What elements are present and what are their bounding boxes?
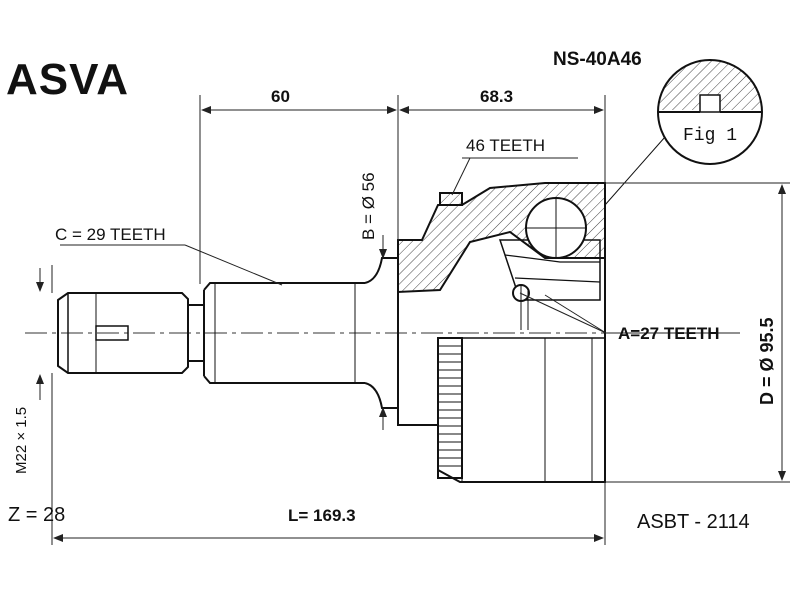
z-teeth-count: Z = 28 — [8, 504, 66, 526]
outer-diameter: D = Ø 95.5 — [757, 317, 777, 405]
outer-spline-teeth: C = 29 TEETH — [55, 225, 166, 244]
joint-housing — [397, 182, 606, 483]
figure-label: Fig 1 — [683, 126, 738, 146]
thread-size: M22 × 1.5 — [13, 406, 30, 474]
part-number: NS-40A46 — [553, 49, 642, 70]
dimension-length-right: 68.3 — [480, 87, 514, 106]
brand-logo-text: ASVA — [6, 55, 129, 104]
abs-ring-teeth: 46 TEETH — [466, 136, 546, 155]
inner-spline-teeth: A=27 TEETH — [618, 324, 720, 343]
bore-diameter: B = Ø 56 — [359, 172, 378, 240]
reference-number: ASBT - 2114 — [637, 511, 750, 533]
dimension-length-left: 60 — [271, 87, 290, 106]
total-length: L= 169.3 — [288, 506, 356, 525]
threaded-stub — [57, 292, 204, 374]
dimension-lines — [36, 95, 790, 545]
